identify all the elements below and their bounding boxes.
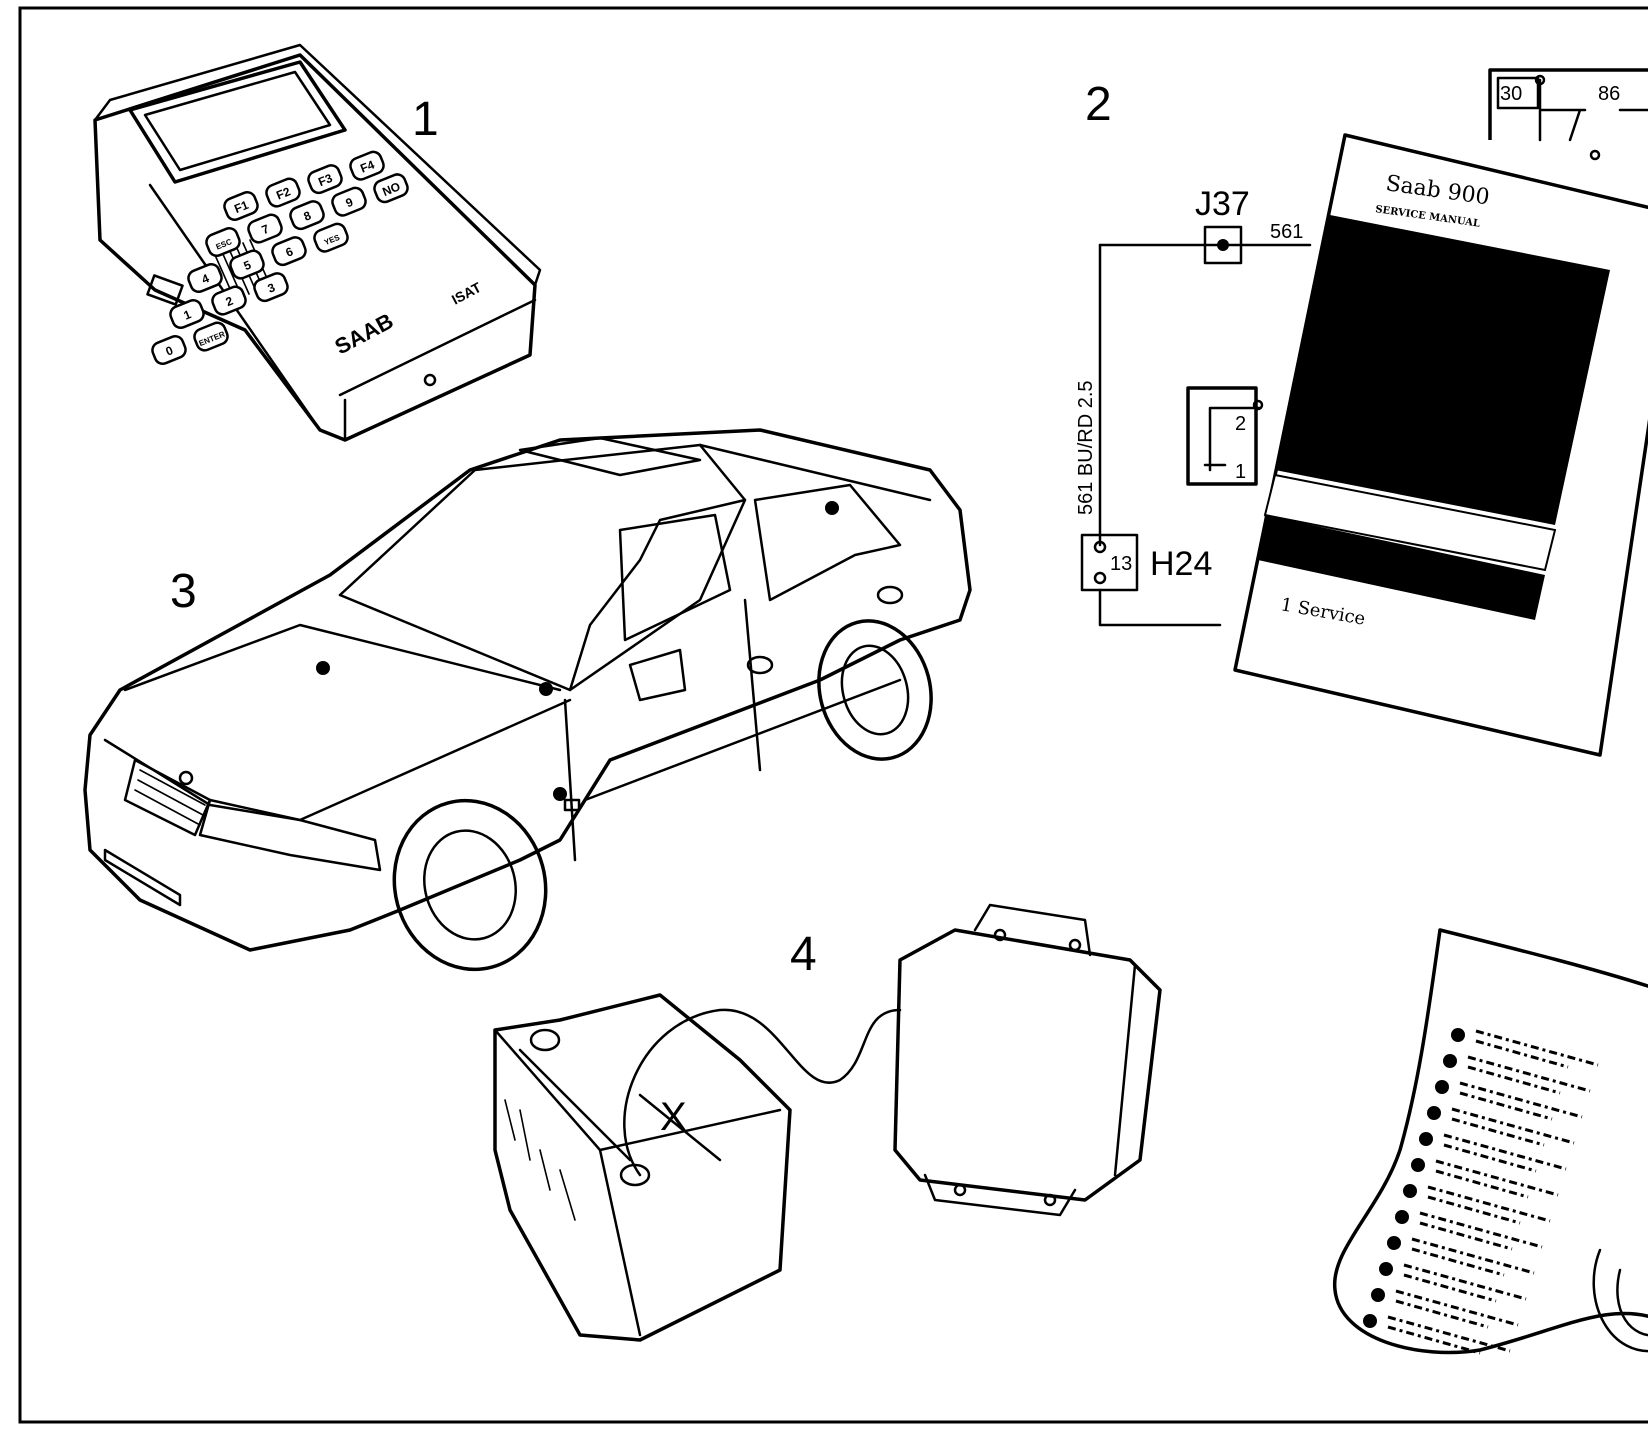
callout-3: 3 bbox=[170, 565, 197, 618]
component-label: H24 bbox=[1150, 545, 1212, 583]
connecting-cable bbox=[623, 1008, 902, 1177]
tester-model-label: ISAT bbox=[449, 279, 484, 308]
checklist-line bbox=[1435, 1159, 1559, 1199]
checklist-bullet bbox=[1443, 1054, 1457, 1068]
tester-key bbox=[247, 213, 283, 244]
tester-key bbox=[331, 186, 367, 217]
tester-key-label: NO bbox=[380, 179, 402, 199]
tester-key bbox=[265, 177, 301, 208]
tester-key bbox=[253, 272, 289, 303]
checklist-bullet bbox=[1371, 1288, 1385, 1302]
checklist-bullet bbox=[1403, 1184, 1417, 1198]
battery: X bbox=[493, 993, 792, 1342]
checklist-bullet bbox=[1411, 1158, 1425, 1172]
callout-2: 2 bbox=[1085, 78, 1112, 131]
checklist-bullet bbox=[1395, 1210, 1409, 1224]
tester-brand-label: SAAB bbox=[331, 308, 398, 359]
checklist-bullet bbox=[1419, 1132, 1433, 1146]
tester-key-label: 7 bbox=[260, 222, 272, 238]
checklist-line bbox=[1419, 1211, 1543, 1251]
checklist-line bbox=[1387, 1315, 1511, 1355]
tester-key bbox=[349, 150, 385, 181]
tester-key bbox=[193, 321, 229, 352]
tester-key bbox=[229, 249, 265, 280]
checklist-line bbox=[1467, 1055, 1591, 1095]
callout-4: 4 bbox=[790, 928, 817, 981]
checklist-line bbox=[1427, 1185, 1551, 1225]
wire-number-label: 561 bbox=[1270, 221, 1303, 243]
callout-1: 1 bbox=[412, 93, 439, 146]
tester-key-label: 1 bbox=[182, 307, 194, 323]
relay-pin-2: 2 bbox=[1235, 413, 1246, 435]
tester-key bbox=[289, 200, 325, 231]
tester-key bbox=[205, 226, 241, 258]
tester-key bbox=[211, 285, 247, 316]
tester-key bbox=[307, 164, 343, 195]
tester-key-label: 8 bbox=[302, 208, 314, 224]
figure-frame bbox=[18, 6, 1648, 1424]
tester-key-label: 0 bbox=[164, 343, 176, 359]
connector-label: J37 bbox=[1195, 185, 1250, 223]
tester-key-label: 6 bbox=[284, 244, 296, 260]
tester-key-label: 9 bbox=[344, 195, 356, 211]
checklist-line bbox=[1411, 1237, 1535, 1277]
checklist-scroll bbox=[1333, 928, 1648, 1355]
car-illustration bbox=[83, 428, 972, 972]
wiring-diagram: J37 561 561 BU/RD 2.5 13 H24 2 1 30 86 bbox=[1075, 68, 1648, 627]
terminal-86: 86 bbox=[1598, 83, 1620, 105]
manual-title: Saab 900 bbox=[1384, 171, 1491, 210]
tester-key-label: 4 bbox=[200, 271, 212, 287]
tester-key-label: F4 bbox=[358, 157, 377, 175]
checklist-bullet bbox=[1363, 1314, 1377, 1328]
tester-key bbox=[271, 236, 307, 267]
tester-key-label: F2 bbox=[274, 184, 293, 202]
checklist-bullet bbox=[1427, 1106, 1441, 1120]
checklist-line bbox=[1475, 1029, 1599, 1069]
checklist-line bbox=[1395, 1289, 1519, 1329]
battery-terminal-mark: X bbox=[660, 1095, 687, 1139]
tester-key-label: F1 bbox=[232, 198, 251, 216]
tester-key-label: F3 bbox=[316, 171, 335, 189]
tester-key-label: 5 bbox=[242, 258, 254, 274]
pin-label: 13 bbox=[1110, 553, 1132, 575]
checklist-line bbox=[1443, 1133, 1567, 1173]
checklist-bullet bbox=[1451, 1028, 1465, 1042]
tester-key-label: 2 bbox=[224, 294, 236, 310]
tester-key bbox=[151, 334, 187, 366]
tester-key bbox=[187, 262, 223, 294]
tester-key bbox=[373, 173, 409, 204]
checklist-line bbox=[1451, 1107, 1575, 1147]
tester-key-label: 3 bbox=[266, 280, 278, 296]
manual-subtitle: SERVICE MANUAL bbox=[1375, 204, 1481, 230]
checklist-line bbox=[1403, 1263, 1527, 1303]
checklist-line bbox=[1459, 1081, 1583, 1121]
checklist-bullet bbox=[1387, 1236, 1401, 1250]
terminal-30: 30 bbox=[1500, 83, 1522, 105]
relay-pin-1: 1 bbox=[1235, 461, 1246, 483]
tester-key bbox=[169, 298, 205, 330]
checklist-bullet bbox=[1379, 1262, 1393, 1276]
wire-spec-label: 561 BU/RD 2.5 bbox=[1075, 380, 1097, 515]
tester-key bbox=[223, 190, 259, 222]
checklist-bullet bbox=[1435, 1080, 1449, 1094]
manual-section: 1 Service bbox=[1279, 594, 1367, 630]
control-module bbox=[893, 903, 1162, 1217]
tester-key bbox=[313, 222, 349, 253]
